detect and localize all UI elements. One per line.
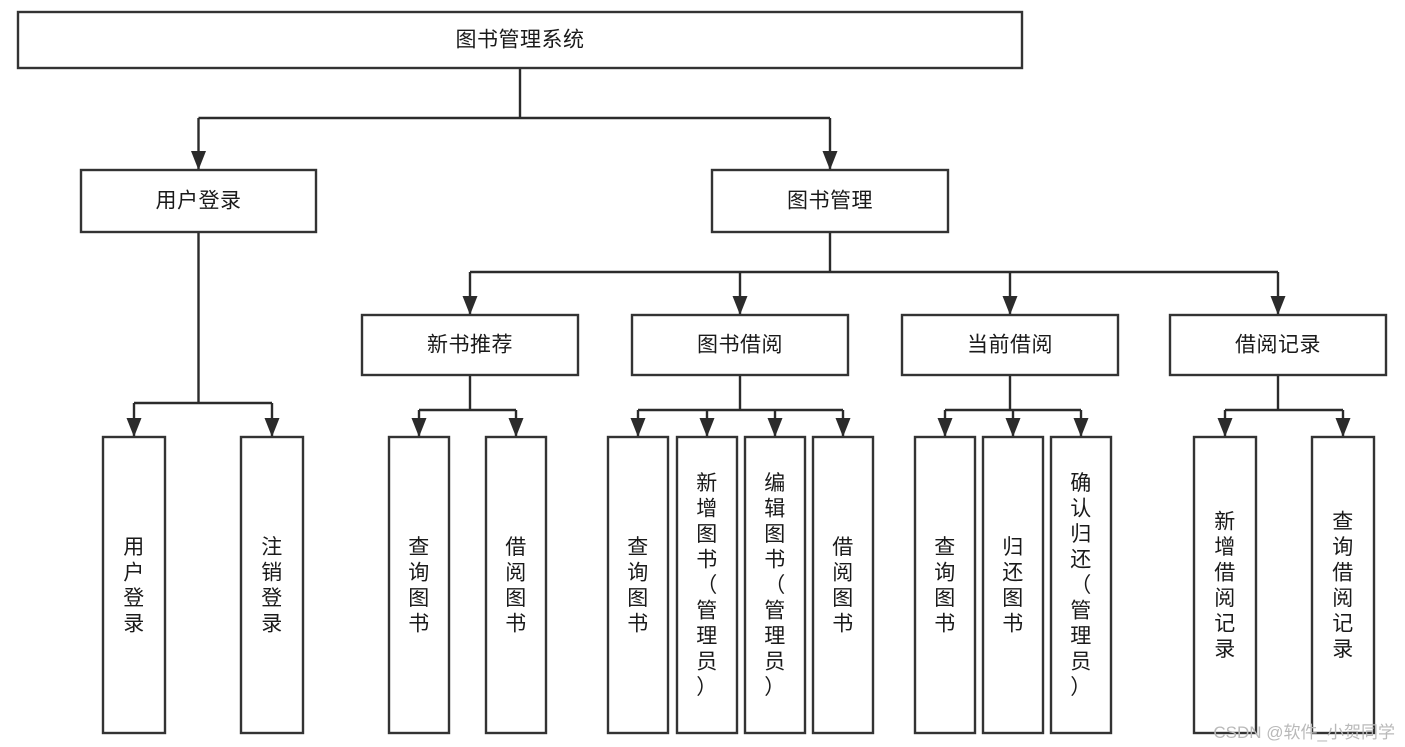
node-leaf-logout[interactable]: 注销登录	[239, 435, 305, 735]
node-label: 编辑图书（管理员）	[764, 472, 786, 699]
node-box	[710, 168, 950, 234]
node-leaf-edit-book[interactable]: 编辑图书（管理员）	[743, 435, 807, 735]
node-leaf-return-book[interactable]: 归还图书	[981, 435, 1045, 735]
connector-arrowhead	[1005, 418, 1021, 437]
node-box	[360, 313, 580, 377]
node-leaf-query-book-1[interactable]: 查询图书	[387, 435, 451, 735]
node-root[interactable]: 图书管理系统	[16, 10, 1024, 70]
node-label: 查询图书	[934, 536, 956, 636]
node-label: 借阅图书	[832, 536, 854, 636]
connector-arrowhead	[1073, 418, 1089, 437]
node-label: 查询图书	[627, 536, 649, 636]
node-label: 用户登录	[123, 536, 145, 636]
node-label: 图书管理	[787, 190, 873, 213]
connector-arrowhead	[767, 418, 783, 437]
node-box	[675, 435, 739, 735]
node-box	[1168, 313, 1388, 377]
node-box	[484, 435, 548, 735]
connector-arrowhead	[264, 418, 280, 437]
connector-arrowhead	[1217, 418, 1233, 437]
node-leaf-borrow-book-2[interactable]: 借阅图书	[811, 435, 875, 735]
connector-arrowhead	[462, 296, 478, 315]
node-leaf-borrow-book-1[interactable]: 借阅图书	[484, 435, 548, 735]
node-box	[630, 313, 850, 377]
connector-layer	[126, 68, 1351, 437]
connector-arrowhead	[126, 418, 142, 437]
node-label: 借阅图书	[505, 536, 527, 636]
node-label: 图书借阅	[697, 334, 783, 357]
connector-arrowhead	[835, 418, 851, 437]
node-leaf-confirm-return[interactable]: 确认归还（管理员）	[1049, 435, 1113, 735]
node-leaf-query-book-2[interactable]: 查询图书	[606, 435, 670, 735]
node-label: 用户登录	[156, 190, 242, 213]
connector-arrowhead	[1002, 296, 1018, 315]
node-box	[606, 435, 670, 735]
node-label: 归还图书	[1002, 536, 1024, 636]
connector-arrowhead	[411, 418, 427, 437]
node-box	[743, 435, 807, 735]
connector-arrowhead	[1270, 296, 1286, 315]
node-label: 确认归还（管理员）	[1070, 472, 1092, 699]
node-box	[1192, 435, 1258, 735]
node-label: 新增借阅记录	[1214, 510, 1236, 661]
node-label: 借阅记录	[1235, 334, 1321, 357]
connector-arrowhead	[191, 151, 206, 170]
node-layer: 图书管理系统用户登录图书管理新书推荐图书借阅当前借阅借阅记录用户登录注销登录查询…	[16, 10, 1388, 735]
node-book-borrow[interactable]: 图书借阅	[630, 313, 850, 377]
node-label: 图书管理系统	[456, 29, 585, 52]
connector-arrowhead	[508, 418, 524, 437]
node-leaf-user-login[interactable]: 用户登录	[101, 435, 167, 735]
node-label: 查询借阅记录	[1332, 510, 1354, 661]
node-box	[387, 435, 451, 735]
node-current-borrow[interactable]: 当前借阅	[900, 313, 1120, 377]
connector-arrowhead	[732, 296, 748, 315]
node-new-book-recommend[interactable]: 新书推荐	[360, 313, 580, 377]
connector-arrowhead	[1335, 418, 1351, 437]
node-box	[101, 435, 167, 735]
node-box	[1049, 435, 1113, 735]
connector-arrowhead	[937, 418, 953, 437]
node-box	[900, 313, 1120, 377]
connector-arrowhead	[630, 418, 646, 437]
node-label: 当前借阅	[967, 334, 1053, 357]
node-borrow-record[interactable]: 借阅记录	[1168, 313, 1388, 377]
node-label: 查询图书	[408, 536, 430, 636]
connector-arrowhead	[699, 418, 715, 437]
node-user-login[interactable]: 用户登录	[79, 168, 318, 234]
node-box	[811, 435, 875, 735]
connector-arrowhead	[822, 151, 838, 170]
node-box	[79, 168, 318, 234]
node-box	[981, 435, 1045, 735]
node-box	[239, 435, 305, 735]
node-box	[1310, 435, 1376, 735]
node-leaf-query-book-3[interactable]: 查询图书	[913, 435, 977, 735]
node-label: 新增图书（管理员）	[696, 472, 718, 699]
node-box	[913, 435, 977, 735]
node-leaf-query-record[interactable]: 查询借阅记录	[1310, 435, 1376, 735]
node-label: 新书推荐	[427, 334, 513, 357]
node-leaf-add-record[interactable]: 新增借阅记录	[1192, 435, 1258, 735]
node-label: 注销登录	[261, 536, 283, 636]
node-leaf-add-book[interactable]: 新增图书（管理员）	[675, 435, 739, 735]
node-book-manage[interactable]: 图书管理	[710, 168, 950, 234]
node-box	[16, 10, 1024, 70]
